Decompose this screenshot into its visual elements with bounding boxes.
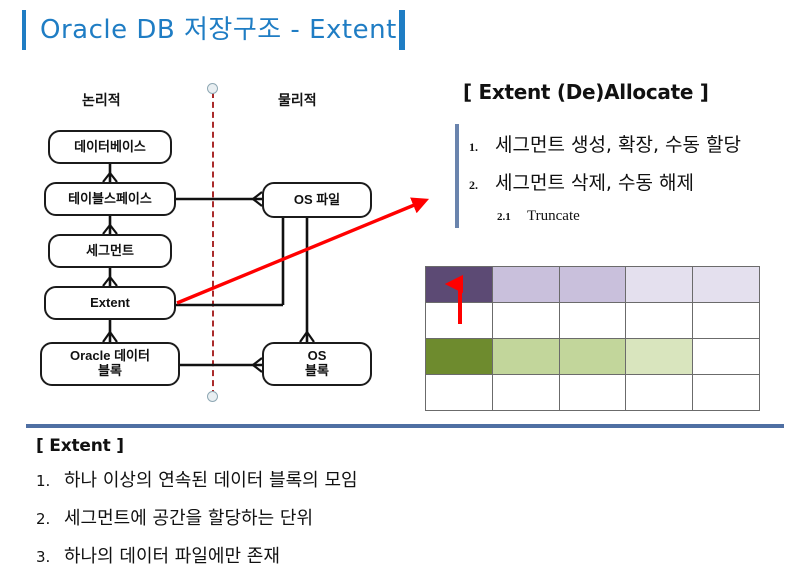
summary-list-item-number: 1. bbox=[36, 472, 51, 490]
extent-grid-cell bbox=[491, 338, 560, 375]
extent-block-grid-body bbox=[425, 266, 760, 411]
diagram-header-logical: 논리적 bbox=[82, 92, 121, 108]
extent-grid-cell bbox=[625, 338, 694, 375]
divider-handle-top[interactable] bbox=[207, 83, 218, 94]
extent-allocate-panel: [ Extent (De)Allocate ] 1. 세그먼트 생성, 확장, … bbox=[455, 76, 800, 256]
summary-list-item: 3. 하나의 데이터 파일에만 존재 bbox=[36, 542, 280, 568]
allocate-list-item-number: 2. bbox=[469, 178, 478, 192]
er-box-tablespace[interactable]: 테이블스페이스 bbox=[44, 182, 176, 216]
divider-handle-bottom[interactable] bbox=[207, 391, 218, 402]
extent-grid-cell bbox=[692, 302, 760, 339]
extent-grid-cell bbox=[491, 374, 560, 411]
er-box-segment[interactable]: 세그먼트 bbox=[48, 234, 172, 268]
section-divider bbox=[26, 424, 784, 428]
summary-list-item-text: 세그먼트에 공간을 할당하는 단위 bbox=[64, 508, 314, 529]
extent-block-grid bbox=[425, 266, 760, 411]
er-box-extent[interactable]: Extent bbox=[44, 286, 176, 320]
er-diagram: 논리적 물리적 bbox=[0, 62, 440, 417]
extent-grid-cell bbox=[692, 266, 760, 303]
allocate-list-item: 2. 세그먼트 삭제, 수동 해제 bbox=[469, 168, 694, 195]
extent-grid-cell bbox=[625, 302, 694, 339]
summary-list-item-number: 2. bbox=[36, 510, 51, 528]
extent-grid-cell bbox=[425, 338, 493, 375]
er-box-oracle-data-block[interactable]: Oracle 데이터 블록 bbox=[40, 342, 180, 386]
extent-grid-cell bbox=[558, 302, 627, 339]
extent-grid-cell bbox=[625, 266, 694, 303]
summary-list-item: 1. 하나 이상의 연속된 데이터 블록의 모임 bbox=[36, 466, 358, 492]
extent-grid-cell bbox=[491, 266, 560, 303]
extent-grid-cell bbox=[558, 266, 627, 303]
summary-list-item-number: 3. bbox=[36, 548, 51, 566]
diagram-connectors bbox=[102, 164, 315, 373]
extent-grid-cell bbox=[425, 374, 493, 411]
allocate-list-subitem-text: Truncate bbox=[527, 208, 580, 224]
er-box-database[interactable]: 데이터베이스 bbox=[48, 130, 172, 164]
er-box-os-block-line1: OS bbox=[307, 348, 327, 364]
allocate-accent-bar bbox=[455, 124, 459, 228]
summary-list-item-text: 하나의 데이터 파일에만 존재 bbox=[64, 546, 280, 567]
extent-grid-cell bbox=[692, 338, 760, 375]
extent-grid-cell bbox=[558, 338, 627, 375]
er-box-os-block-line2: 블록 bbox=[305, 363, 329, 378]
er-box-oracle-data-block-line2: 블록 bbox=[98, 363, 122, 378]
extent-grid-cell bbox=[625, 374, 694, 411]
allocate-list-item-text: 세그먼트 삭제, 수동 해제 bbox=[495, 172, 694, 194]
slide-title-area: Oracle DB 저장구조 - Extent bbox=[0, 0, 800, 62]
extent-grid-row bbox=[425, 266, 760, 303]
allocate-list-subitem: 2.1 Truncate bbox=[497, 208, 580, 225]
allocate-list-item-number: 1. bbox=[469, 140, 478, 154]
allocate-list-item: 1. 세그먼트 생성, 확장, 수동 할당 bbox=[469, 130, 741, 157]
er-box-oracle-data-block-line1: Oracle 데이터 bbox=[70, 348, 150, 364]
er-box-os-file[interactable]: OS 파일 bbox=[262, 182, 372, 218]
extent-grid-cell bbox=[558, 374, 627, 411]
extent-grid-row bbox=[425, 302, 760, 339]
extent-grid-row bbox=[425, 374, 760, 411]
extent-grid-cell bbox=[491, 302, 560, 339]
allocate-panel-heading: [ Extent (De)Allocate ] bbox=[463, 80, 709, 104]
logical-physical-divider bbox=[212, 92, 214, 396]
extent-grid-cell bbox=[692, 374, 760, 411]
er-box-os-block[interactable]: OS 블록 bbox=[262, 342, 372, 386]
title-accent-bar-left bbox=[22, 10, 26, 50]
page-title: Oracle DB 저장구조 - Extent bbox=[40, 15, 397, 45]
red-emphasis-arrow-icon bbox=[176, 197, 430, 305]
summary-list-item-text: 하나 이상의 연속된 데이터 블록의 모임 bbox=[64, 470, 358, 491]
extent-grid-row bbox=[425, 338, 760, 375]
summary-list-item: 2. 세그먼트에 공간을 할당하는 단위 bbox=[36, 504, 313, 530]
title-accent-bar-right bbox=[399, 10, 405, 50]
summary-heading: [ Extent ] bbox=[36, 436, 124, 456]
diagram-header-physical: 물리적 bbox=[278, 92, 317, 108]
allocate-list-item-text: 세그먼트 생성, 확장, 수동 할당 bbox=[495, 134, 741, 156]
allocate-list-subitem-number: 2.1 bbox=[497, 211, 511, 223]
